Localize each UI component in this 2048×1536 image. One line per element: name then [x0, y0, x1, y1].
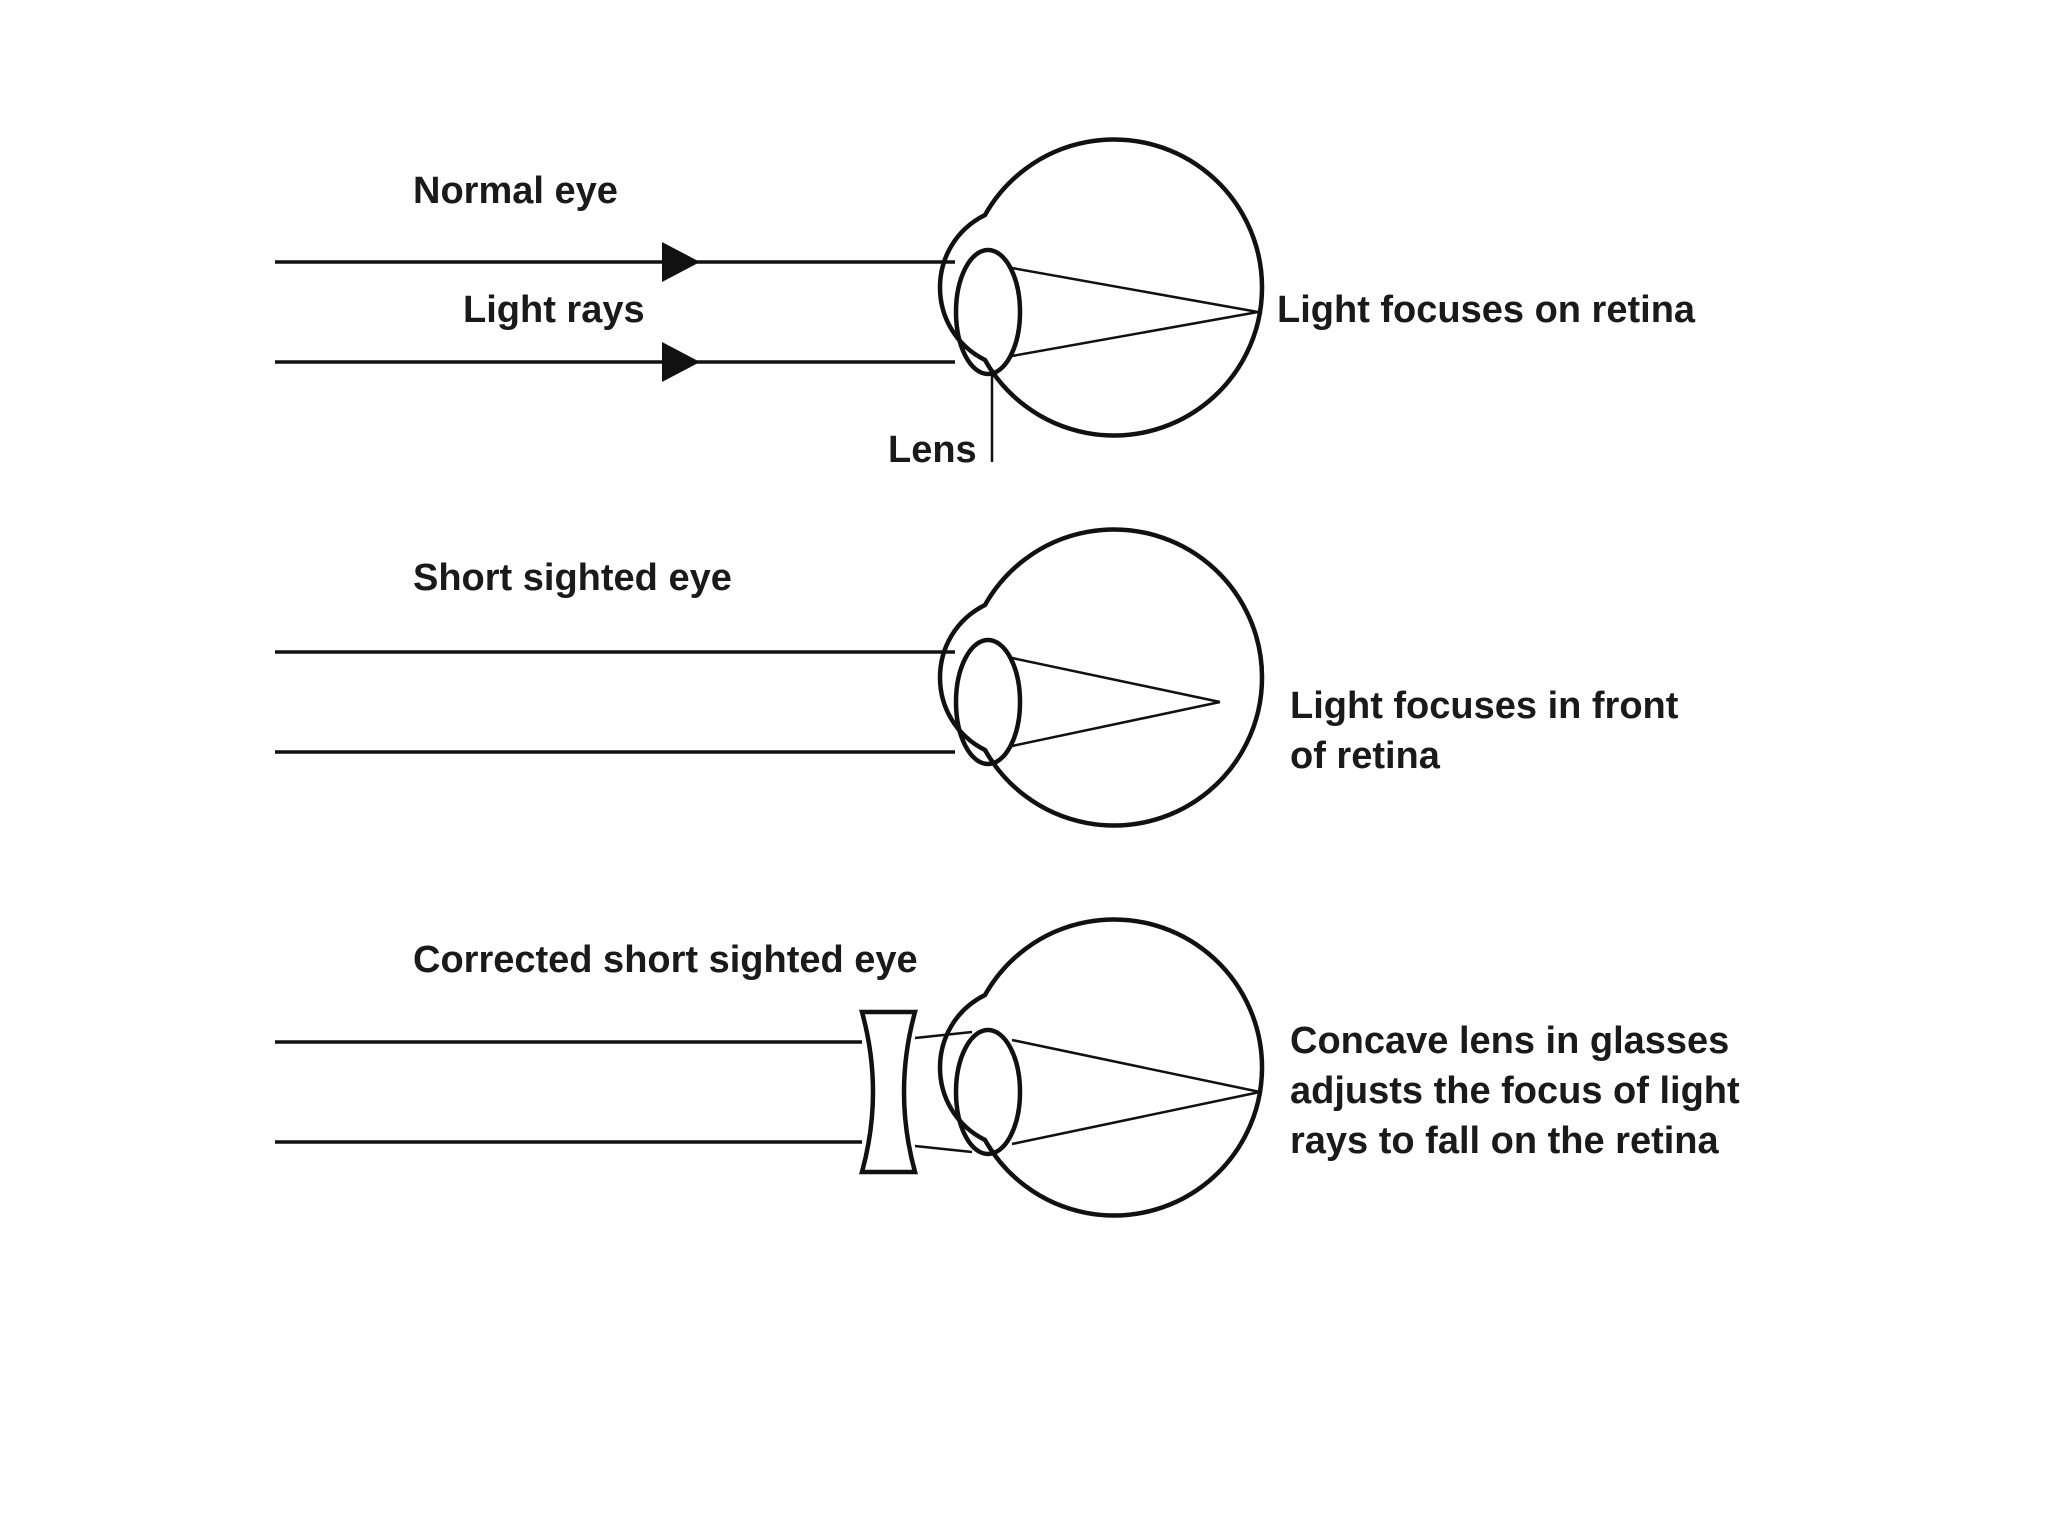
refracted-ray-bottom	[1012, 1092, 1260, 1144]
panel-title-normal-eye: Normal eye	[413, 170, 618, 212]
panel-normal-eye: Normal eye Light rays Lens Light focuses…	[275, 139, 1696, 471]
focus-label-corrected: Concave lens in glasses adjusts the focu…	[1290, 1020, 1750, 1162]
lens-ellipse-icon	[956, 250, 1020, 374]
concave-lens-icon	[862, 1012, 915, 1172]
refracted-ray-top	[1012, 1040, 1260, 1092]
eye-cross-section-icon	[940, 139, 1262, 435]
focus-label-line: Light focuses in front	[1290, 685, 1679, 727]
refracted-ray-bottom	[1012, 702, 1220, 746]
focus-label-line: adjusts the focus of light	[1290, 1070, 1740, 1112]
focus-label-short-sighted: Light focuses in front of retina	[1290, 685, 1689, 777]
refracted-ray-bottom	[1012, 312, 1258, 356]
eye-cross-section-icon	[940, 920, 1262, 1216]
focus-label-line: of retina	[1290, 735, 1441, 777]
lens-ellipse-icon	[956, 640, 1020, 764]
focus-label-line: Light focuses on retina	[1277, 289, 1696, 331]
focus-label-line: rays to fall on the retina	[1290, 1120, 1720, 1162]
panel-title-short-sighted: Short sighted eye	[413, 557, 732, 599]
focus-label-normal: Light focuses on retina	[1277, 289, 1696, 331]
diverging-ray-bottom	[915, 1146, 972, 1152]
lens-label: Lens	[888, 429, 977, 471]
lens-ellipse-icon	[956, 1030, 1020, 1154]
arrowhead-icon	[662, 342, 700, 382]
light-rays-label: Light rays	[463, 289, 645, 331]
focus-label-line: Concave lens in glasses	[1290, 1020, 1729, 1062]
panel-short-sighted-eye: Short sighted eye Light focuses in front…	[275, 530, 1689, 826]
refracted-ray-top	[1012, 268, 1258, 312]
panel-corrected-eye: Corrected short sighted eye Concave lens…	[275, 920, 1750, 1216]
refracted-ray-top	[1012, 658, 1220, 702]
panel-title-corrected: Corrected short sighted eye	[413, 939, 918, 981]
arrowhead-icon	[662, 242, 700, 282]
